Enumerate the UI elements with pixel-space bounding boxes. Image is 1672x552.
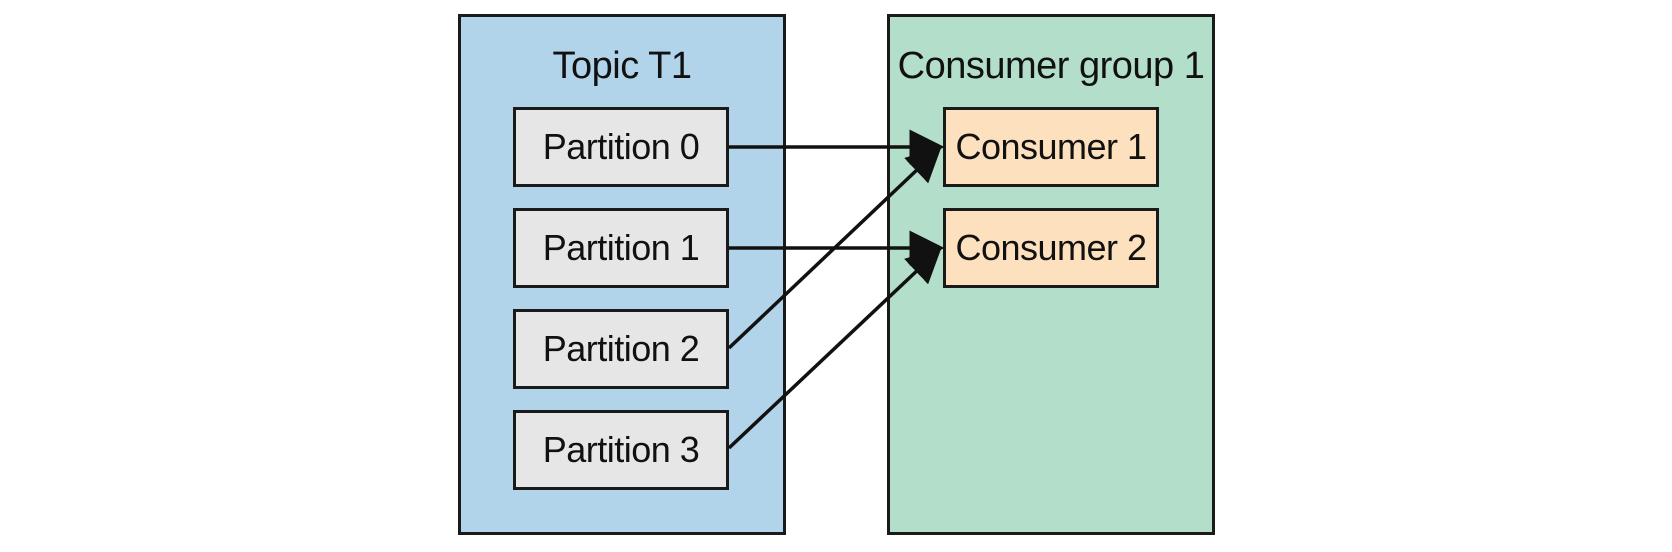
partition-3-box: Partition 3 bbox=[513, 410, 729, 490]
topic-title: Topic T1 bbox=[552, 45, 692, 87]
partition-1-box: Partition 1 bbox=[513, 208, 729, 288]
partition-label: Partition 1 bbox=[542, 227, 700, 268]
partition-label: Partition 2 bbox=[542, 328, 700, 369]
partition-label: Partition 0 bbox=[542, 126, 700, 167]
partition-0-box: Partition 0 bbox=[513, 107, 729, 187]
consumer-label: Consumer 1 bbox=[955, 126, 1147, 167]
partition-label: Partition 3 bbox=[542, 429, 700, 470]
partition-2-box: Partition 2 bbox=[513, 309, 729, 389]
consumer-1-box: Consumer 1 bbox=[943, 107, 1159, 187]
consumer-label: Consumer 2 bbox=[955, 227, 1147, 268]
consumer-2-box: Consumer 2 bbox=[943, 208, 1159, 288]
consumer-group-title: Consumer group 1 bbox=[897, 45, 1205, 87]
